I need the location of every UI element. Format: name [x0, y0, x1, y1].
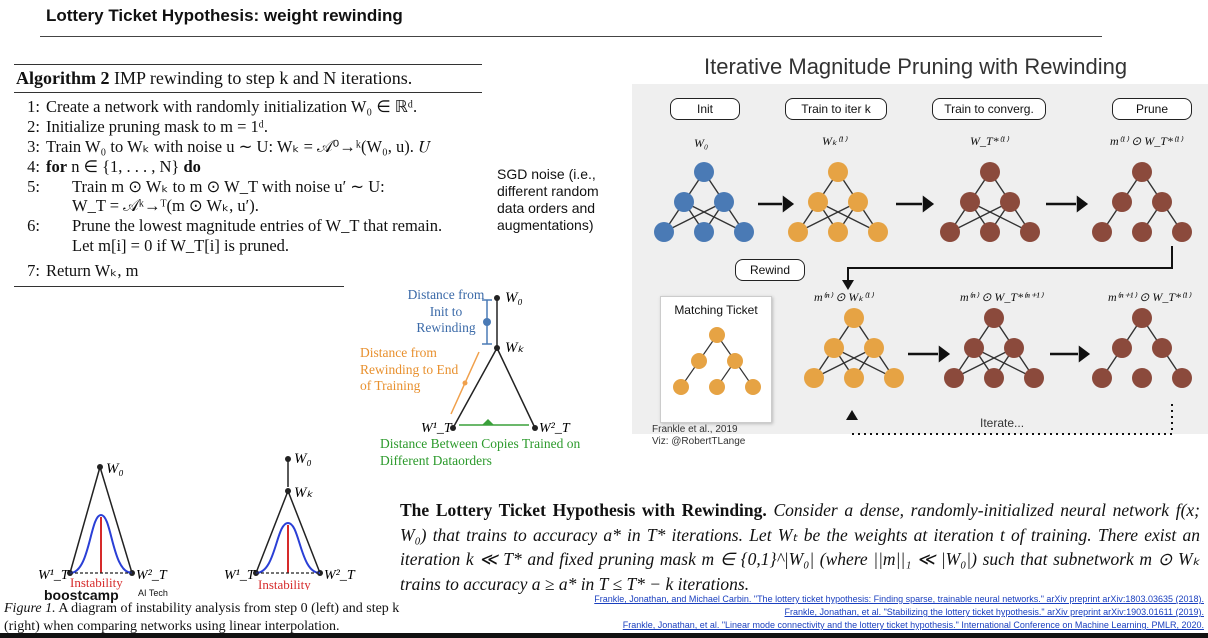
algo-line-2: 2:Initialize pruning mask to m = 1ᵈ.: [27, 117, 269, 136]
instability-diagram: W₀ W¹_T W²_T Instability W₀ Wₖ W¹_T W²_T…: [38, 451, 356, 590]
matching-ticket-card: Matching Ticket: [660, 296, 772, 423]
row2-weight-1: m⁽ⁿ⁾ ⊙ Wₖ⁽¹⁾: [814, 290, 873, 304]
inst-right-w0: W₀: [294, 451, 312, 467]
stage-weight-init: W₀: [694, 136, 709, 150]
reference-2[interactable]: Frankle, Jonathan, et al. "Stabilizing t…: [784, 607, 1204, 617]
figure-caption: Figure 1. A diagram of instability analy…: [4, 600, 404, 636]
figure-caption-label: Figure 1.: [4, 601, 56, 616]
lth-rewinding-statement: The Lottery Ticket Hypothesis with Rewin…: [400, 498, 1200, 596]
theorem-body: Consider a dense, randomly-initialized n…: [400, 500, 1200, 594]
reference-1[interactable]: Frankle, Jonathan, and Michael Carbin. "…: [594, 594, 1204, 604]
inst-left-wt1: W¹_T: [38, 568, 70, 583]
algo-bottom-rule: [14, 286, 344, 287]
boostcamp-sub: AI Tech: [138, 588, 168, 598]
sgd-noise-note: SGD noise (i.e., different random data o…: [497, 166, 599, 233]
algorithm-title-text: IMP rewinding to step k and N iterations…: [114, 68, 413, 88]
stage-train-converge: Train to converg.: [932, 98, 1046, 120]
algo-line-3: 3:Train W₀ to Wₖ with noise u ∼ U: Wₖ = …: [27, 137, 430, 156]
matching-ticket-network: [673, 327, 761, 395]
algo-line-7: 7:Return Wₖ, m: [27, 261, 139, 280]
distance-rewind-label: Distance from Rewinding to End of Traini…: [360, 345, 459, 393]
rewind-box: Rewind: [735, 259, 805, 281]
algo-top-rule: [14, 64, 482, 65]
stage-init: Init: [670, 98, 740, 120]
row2-weight-2: m⁽ⁿ⁾ ⊙ W_T*⁽ⁿ⁺¹⁾: [960, 290, 1043, 304]
mid-wk-label: Wₖ: [505, 340, 524, 356]
algo-line-4: 4:for n ∈ {1, . . . , N} do: [27, 157, 201, 176]
footer-bar: [0, 633, 1208, 638]
algo-line-6b: Let m[i] = 0 if W_T[i] is pruned.: [72, 236, 290, 255]
algorithm-title: Algorithm 2 IMP rewinding to step k and …: [16, 68, 412, 89]
page-title: Lottery Ticket Hypothesis: weight rewind…: [46, 6, 403, 25]
stage-weight-prune: m⁽¹⁾ ⊙ W_T*⁽¹⁾: [1110, 134, 1183, 148]
inst-right-wt2: W²_T: [324, 568, 356, 583]
theorem-title: The Lottery Ticket Hypothesis with Rewin…: [400, 500, 767, 520]
stage-train-iter-k: Train to iter k: [785, 98, 887, 120]
mid-wt1-label: W¹_T: [421, 421, 453, 436]
mid-w0-label: W₀: [505, 290, 523, 306]
distance-init-label: Distance from Init to Rewinding: [407, 287, 485, 335]
stage-weight-k: Wₖ⁽¹⁾: [822, 134, 847, 148]
algo-line-5b: W_T = 𝒜ᵏ→ᵀ(m ⊙ Wₖ, u′).: [72, 196, 259, 215]
reference-3[interactable]: Frankle, Jonathan, et al. "Linear mode c…: [622, 620, 1204, 630]
imp-figure-title: Iterative Magnitude Pruning with Rewindi…: [704, 54, 1128, 79]
distance-copies-label: Distance Between Copies Trained on Diffe…: [380, 436, 581, 468]
header-divider: [40, 36, 1102, 37]
stage-weight-converge: W_T*⁽¹⁾: [970, 134, 1009, 148]
mid-wt2-label: W²_T: [539, 421, 571, 436]
inst-right-wk: Wₖ: [294, 485, 313, 501]
credit-viz: Viz: @RobertTLange: [652, 436, 746, 447]
algo-mid-rule: [14, 92, 482, 93]
inst-right-label: Instability: [258, 577, 311, 590]
row2-weight-3: m⁽ⁿ⁺¹⁾ ⊙ W_T*⁽¹⁾: [1108, 290, 1191, 304]
credit-frankle: Frankle et al., 2019: [652, 424, 738, 435]
matching-ticket-label: Matching Ticket: [674, 303, 758, 317]
boostcamp-logo: boostcamp: [44, 587, 119, 603]
rewinding-distance-diagram: W₀ Wₖ W¹_T W²_T: [421, 290, 571, 436]
iterate-label: Iterate...: [976, 416, 1029, 430]
algo-line-1: 1:Create a network with randomly initial…: [27, 97, 418, 116]
stage-prune: Prune: [1112, 98, 1192, 120]
inst-left-label: Instability: [70, 575, 123, 590]
algo-line-6: 6:Prune the lowest magnitude entries of …: [27, 216, 443, 235]
inst-left-wt2: W²_T: [136, 568, 168, 583]
imp-network-diagram: [654, 162, 1192, 435]
figure-caption-text: A diagram of instability analysis from s…: [4, 601, 400, 634]
algo-line-5: 5:Train m ⊙ Wₖ to m ⊙ W_T with noise u′ …: [27, 177, 385, 196]
inst-left-w0: W₀: [106, 461, 124, 477]
inst-right-wt1: W¹_T: [224, 568, 256, 583]
algorithm-label: Algorithm 2: [16, 68, 110, 88]
